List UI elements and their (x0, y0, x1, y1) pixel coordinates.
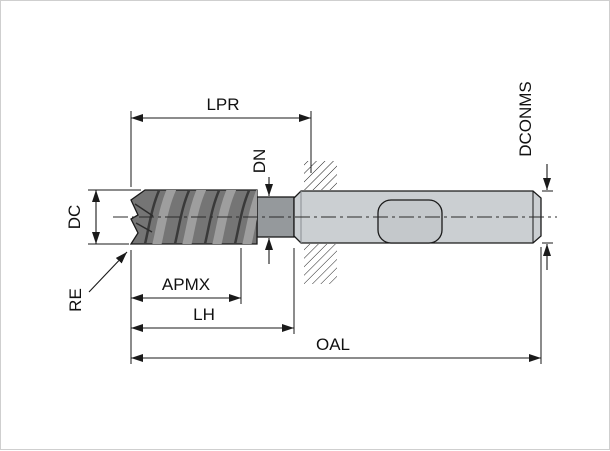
label-apmx: APMX (162, 275, 210, 294)
label-dc: DC (65, 205, 84, 230)
dim-lpr: LPR (130, 95, 312, 187)
label-lh: LH (193, 305, 215, 324)
hatch-top (304, 161, 337, 190)
dim-lh: LH (131, 248, 295, 334)
fixture-hatching (304, 161, 337, 284)
hatch-bottom (304, 244, 337, 284)
dim-dc: DC (65, 189, 141, 245)
weldon-flat (377, 199, 443, 244)
label-dconms: DCONMS (516, 81, 535, 157)
label-oal: OAL (316, 335, 350, 354)
end-tooth-gash-1 (134, 203, 154, 217)
dim-apmx: APMX (131, 248, 242, 304)
label-re: RE (66, 288, 85, 312)
dim-dconms: DCONMS (516, 81, 553, 270)
dim-oal: OAL (130, 247, 542, 364)
dim-dn: DN (250, 149, 273, 264)
label-dn: DN (250, 149, 269, 174)
dimensions: LPR DN DCONMS DC RE APMX (65, 81, 553, 364)
dim-re: RE (66, 251, 128, 312)
end-tooth-gash-2 (135, 222, 153, 233)
flute-helix-shading (142, 190, 257, 244)
label-lpr: LPR (206, 95, 239, 114)
